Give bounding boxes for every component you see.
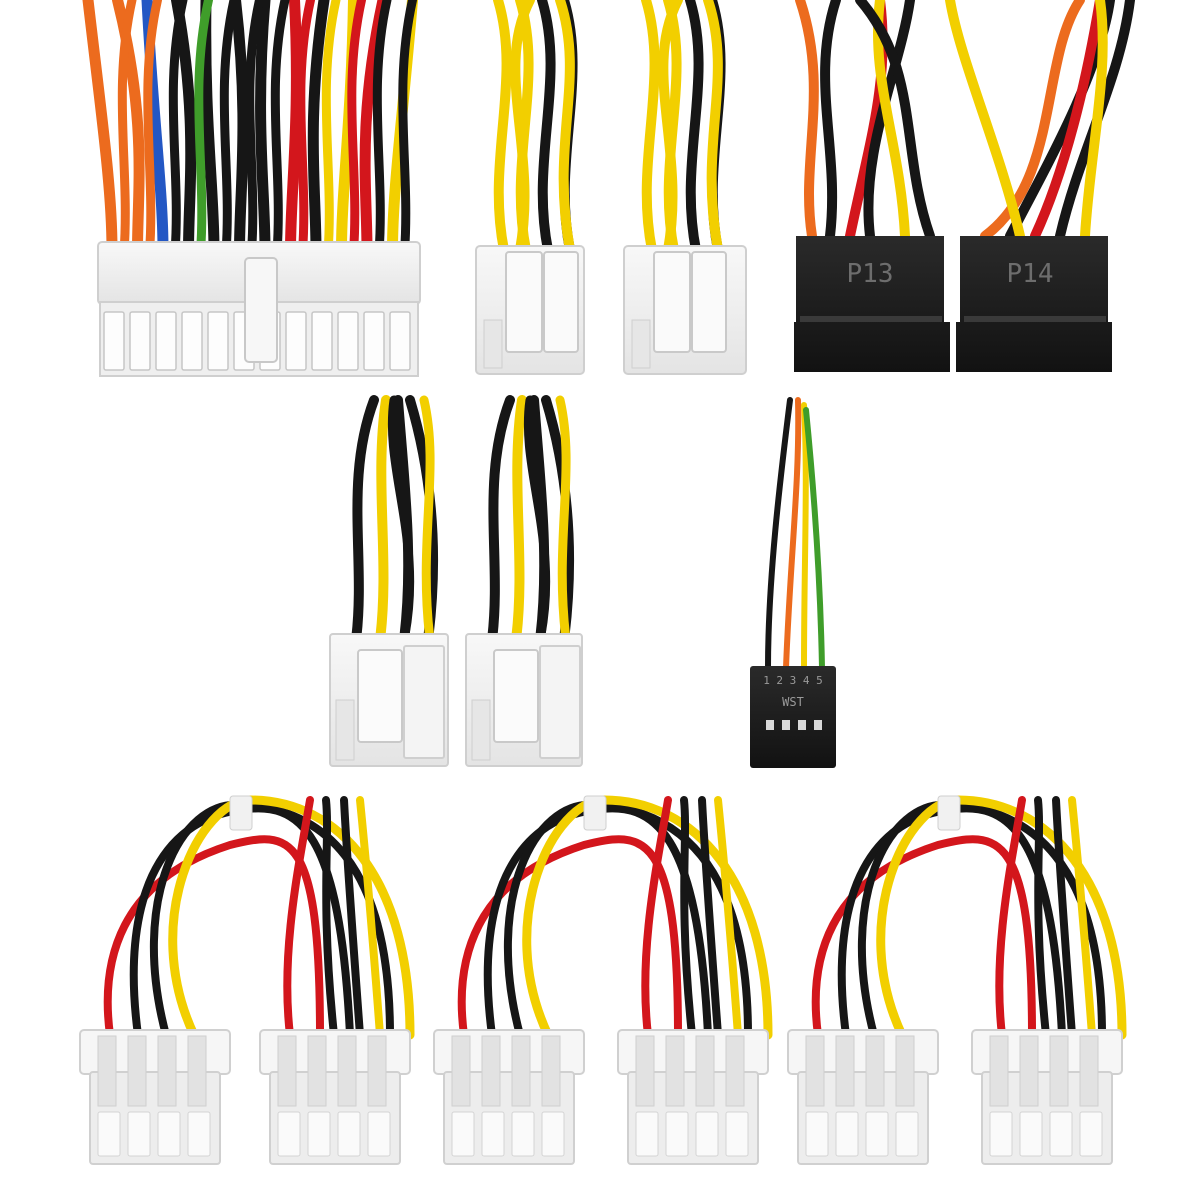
- wire: [783, 397, 802, 671]
- wire: [307, 0, 330, 256]
- cable-tie: [229, 795, 253, 831]
- wire: [230, 0, 249, 256]
- wire: [680, 796, 696, 1039]
- wire: [714, 796, 742, 1039]
- eps-4pin-connector-right: [465, 633, 583, 767]
- wire: [375, 395, 391, 645]
- atx-pin-slot: [155, 311, 177, 371]
- wire: [340, 796, 364, 1039]
- wire: [82, 0, 118, 256]
- wire: [321, 0, 341, 257]
- atx-latch: [244, 257, 278, 363]
- wire: [356, 796, 384, 1039]
- wire: [387, 395, 415, 645]
- fan-pin: [798, 720, 806, 730]
- atx-pin-slot: [207, 311, 229, 371]
- molex-connector: [787, 1029, 939, 1165]
- wire: [359, 0, 389, 256]
- wire: [555, 395, 571, 645]
- sata-label-p13: P13: [847, 259, 894, 289]
- wire: [245, 0, 264, 257]
- wire: [811, 835, 1036, 1039]
- wire: [219, 0, 239, 257]
- wire: [945, 0, 1025, 241]
- wire: [270, 0, 290, 257]
- wire: [511, 395, 527, 645]
- molex-connector: [259, 1029, 411, 1165]
- wire: [803, 407, 825, 671]
- wire: [117, 0, 137, 257]
- wire-bundles: [82, 0, 1135, 1040]
- wire: [194, 0, 213, 257]
- wire: [658, 0, 683, 255]
- wire: [555, 0, 575, 255]
- atx-pin-slot: [285, 311, 307, 371]
- wire: [457, 835, 682, 1039]
- atx-pin-slot: [181, 311, 203, 371]
- cpu-4pin-connector-right: [623, 245, 747, 375]
- wire: [995, 796, 1026, 1039]
- wire: [703, 0, 723, 255]
- wire: [372, 0, 392, 257]
- wire: [493, 0, 512, 255]
- wire: [168, 0, 188, 257]
- molex-connector: [433, 1029, 585, 1165]
- atx-pin-slot: [389, 311, 411, 371]
- wire: [510, 0, 535, 255]
- wire: [419, 395, 435, 645]
- wire: [801, 402, 809, 671]
- wire: [347, 0, 366, 257]
- fan-header-connector: 1 2 3 4 5 WST: [750, 666, 836, 768]
- fan-pin: [814, 720, 822, 730]
- sata-label-p14: P14: [1007, 259, 1054, 289]
- wire: [537, 0, 556, 255]
- molex-connector: [971, 1029, 1123, 1165]
- fan-pin: [766, 720, 774, 730]
- wire: [322, 796, 338, 1039]
- wire: [641, 796, 672, 1039]
- sata-power-connector-p13: P13: [794, 236, 950, 372]
- wire: [855, 0, 935, 241]
- wire: [1052, 796, 1076, 1039]
- fan-maker-mark: WST: [782, 695, 804, 709]
- wire: [398, 0, 417, 257]
- fan-pin-numbers: 1 2 3 4 5: [763, 674, 823, 687]
- wire: [171, 0, 197, 256]
- wire: [1080, 0, 1108, 241]
- cable-tie: [937, 795, 961, 831]
- wire: [351, 395, 379, 645]
- cable-tie: [583, 795, 607, 831]
- fan-pin: [782, 720, 790, 730]
- molex-connector: [79, 1029, 231, 1165]
- wire: [523, 395, 551, 645]
- atx-pin-slot: [103, 311, 125, 371]
- wire: [487, 395, 515, 645]
- wire: [283, 796, 314, 1039]
- wire: [1030, 0, 1105, 241]
- wire: [685, 0, 704, 255]
- wire: [795, 0, 819, 241]
- sata-power-connector-p14: P14: [956, 236, 1112, 372]
- wire: [200, 0, 220, 256]
- wire: [820, 0, 841, 241]
- wire: [765, 397, 793, 671]
- molex-connector: [617, 1029, 769, 1165]
- cpu-4pin-connector-left: [475, 245, 585, 375]
- wire: [1068, 796, 1096, 1039]
- wire: [143, 0, 162, 257]
- wire: [641, 0, 660, 255]
- atx-pin-slot: [363, 311, 385, 371]
- eps-4pin-connector-left: [329, 633, 449, 767]
- wire: [103, 835, 324, 1039]
- atx-pin-slot: [337, 311, 359, 371]
- wire: [285, 0, 302, 256]
- wire: [1034, 796, 1050, 1039]
- atx-pin-slot: [311, 311, 333, 371]
- atx-24pin-connector: [97, 241, 421, 377]
- wire: [698, 796, 722, 1039]
- atx-pin-slot: [129, 311, 151, 371]
- wire: [255, 0, 271, 256]
- wire: [296, 0, 315, 257]
